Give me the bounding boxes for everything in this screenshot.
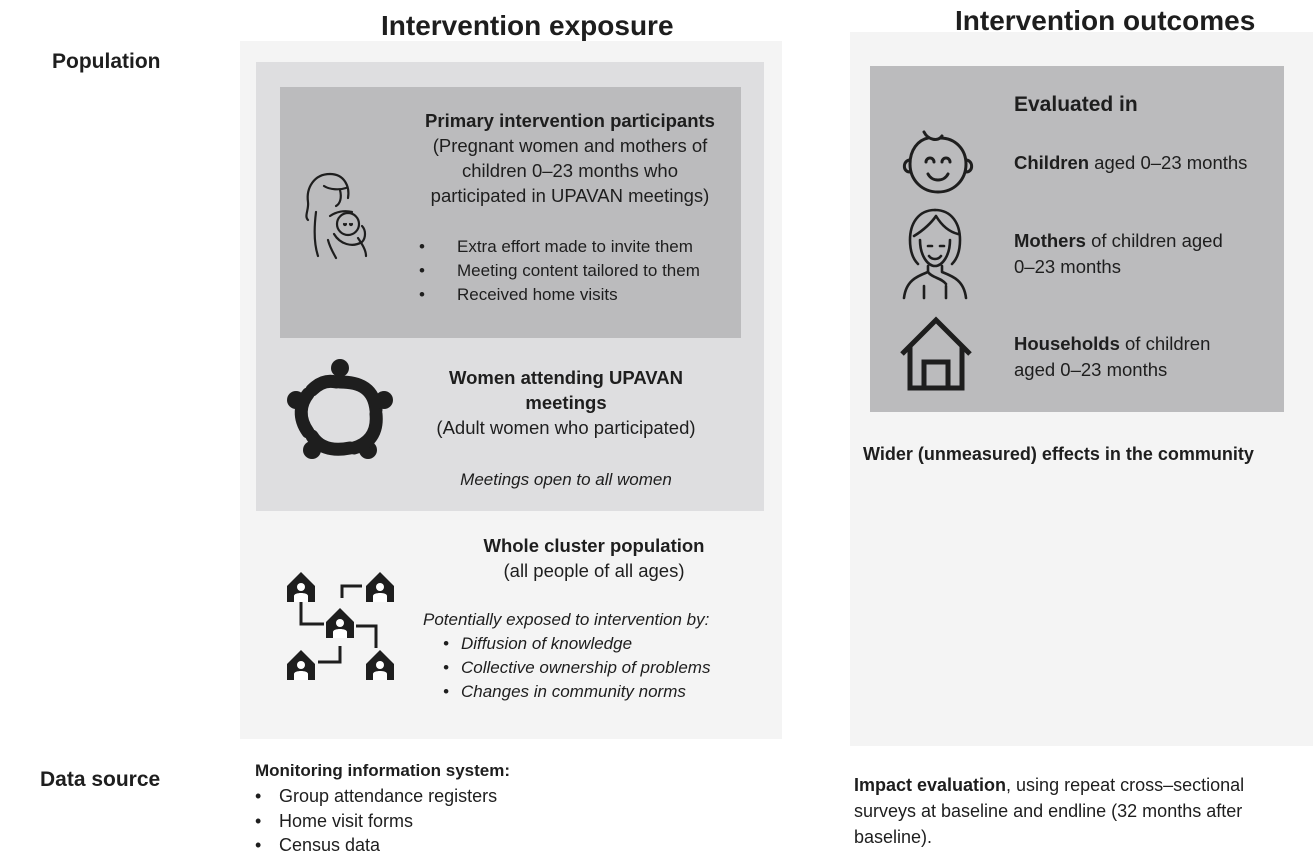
- primary-bullets: Extra effort made to invite them Meeting…: [419, 235, 700, 307]
- woman-portrait-icon: [898, 206, 972, 300]
- cluster-text: Whole cluster population (all people of …: [455, 533, 733, 583]
- evaluated-in-label: Evaluated in: [1014, 93, 1138, 116]
- impact-bold: Impact evaluation: [854, 775, 1007, 795]
- impact-rest-1: , using repeat cross–sectional: [1006, 775, 1245, 795]
- women-title-2: meetings: [525, 392, 607, 413]
- exposure-header: Intervention exposure: [381, 10, 674, 41]
- data-source-label: Data source: [40, 768, 161, 791]
- primary-title: Primary intervention participants: [425, 110, 715, 131]
- children-text: Children aged 0–23 months: [1014, 150, 1247, 175]
- mothers-text: Mothers of children aged 0–23 months: [1014, 228, 1223, 280]
- house-icon: [898, 316, 974, 392]
- list-item: Meeting content tailored to them: [419, 259, 700, 283]
- women-note: Meetings open to all women: [460, 470, 672, 489]
- primary-desc-1: (Pregnant women and mothers of: [432, 135, 708, 156]
- impact-text: Impact evaluation, using repeat cross–se…: [854, 772, 1244, 850]
- list-item: Group attendance registers: [255, 784, 497, 809]
- women-title-1: Women attending UPAVAN: [449, 367, 683, 388]
- population-label: Population: [52, 50, 161, 73]
- primary-desc-2: children 0–23 months who: [462, 160, 678, 181]
- households-line2: aged 0–23 months: [1014, 359, 1168, 380]
- impact-line-3: baseline).: [854, 827, 933, 847]
- primary-text: Primary intervention participants (Pregn…: [415, 108, 725, 208]
- list-item: Home visit forms: [255, 809, 497, 834]
- households-text: Households of children aged 0–23 months: [1014, 331, 1210, 383]
- cluster-intro: Potentially exposed to intervention by:: [423, 610, 710, 629]
- mothers-bold: Mothers: [1014, 230, 1086, 251]
- list-item: Census data: [255, 833, 497, 858]
- impact-line-2: surveys at baseline and endline (32 mont…: [854, 801, 1243, 821]
- connected-houses-icon: [284, 570, 396, 682]
- cluster-bullets: Diffusion of knowledge Collective owners…: [443, 632, 710, 704]
- list-item: Received home visits: [419, 283, 700, 307]
- monitoring-title: Monitoring information system:: [255, 761, 510, 780]
- outcomes-header: Intervention outcomes: [955, 5, 1256, 36]
- list-item: Collective ownership of problems: [443, 656, 710, 680]
- children-rest: aged 0–23 months: [1089, 152, 1248, 173]
- households-bold: Households: [1014, 333, 1120, 354]
- mothers-line2: 0–23 months: [1014, 256, 1121, 277]
- children-bold: Children: [1014, 152, 1090, 173]
- list-item: Diffusion of knowledge: [443, 632, 710, 656]
- women-desc: (Adult women who participated): [436, 417, 696, 438]
- wider-effects-label: Wider (unmeasured) effects in the commun…: [863, 444, 1254, 464]
- monitoring-list: Group attendance registers Home visit fo…: [255, 784, 497, 858]
- mothers-rest: of children aged: [1085, 230, 1223, 251]
- cluster-title: Whole cluster population: [483, 535, 705, 556]
- households-rest: of children: [1119, 333, 1211, 354]
- list-item: Changes in community norms: [443, 680, 710, 704]
- list-item: Extra effort made to invite them: [419, 235, 700, 259]
- mother-holding-baby-icon: [300, 168, 380, 260]
- cluster-desc: (all people of all ages): [503, 560, 685, 581]
- women-text: Women attending UPAVAN meetings (Adult w…: [420, 365, 712, 440]
- primary-desc-3: participated in UPAVAN meetings): [430, 185, 710, 206]
- evaluated-box: [870, 66, 1284, 412]
- baby-face-icon: [898, 128, 978, 200]
- group-circle-icon: [284, 356, 396, 462]
